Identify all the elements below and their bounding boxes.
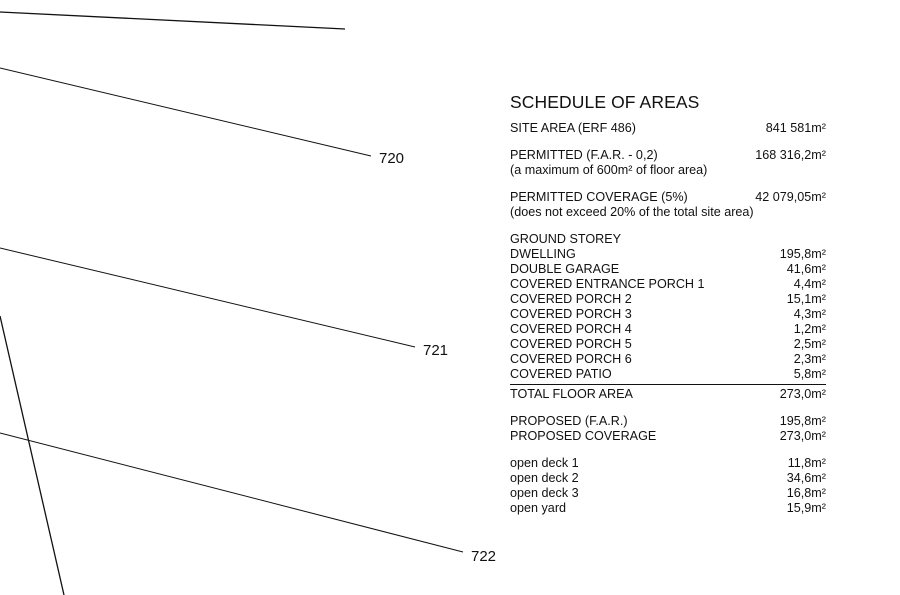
- schedule-row: DWELLING 195,8m²: [510, 247, 826, 262]
- schedule-row: open deck 3 16,8m²: [510, 486, 826, 501]
- schedule-title: SCHEDULE OF AREAS: [510, 92, 700, 112]
- row-label: DOUBLE GARAGE: [510, 262, 620, 276]
- ground-storey-group: GROUND STOREY DWELLING 195,8m² DOUBLE GA…: [510, 232, 826, 382]
- schedule-row: PROPOSED (F.A.R.) 195,8m²: [510, 414, 826, 429]
- contour-line-720: [0, 67, 372, 157]
- schedule-row: PROPOSED COVERAGE 273,0m²: [510, 429, 826, 444]
- row-label: PROPOSED COVERAGE: [510, 429, 657, 443]
- row-value: 4,4m²: [793, 277, 826, 291]
- contour-label-721: 721: [423, 342, 448, 359]
- row-value: 1,2m²: [793, 322, 826, 336]
- row-value: 5,8m²: [793, 367, 826, 381]
- row-value: 41,6m²: [786, 262, 826, 276]
- permitted-far-value: 168 316,2m²: [755, 148, 826, 162]
- row-label: PROPOSED (F.A.R.): [510, 414, 628, 428]
- permitted-far-row: PERMITTED (F.A.R. - 0,2) 168 316,2m²: [510, 148, 826, 163]
- permitted-far-label: PERMITTED (F.A.R. - 0,2): [510, 148, 658, 162]
- contour-line-722: [0, 432, 464, 553]
- row-label: COVERED ENTRANCE PORCH 1: [510, 277, 705, 291]
- schedule-of-areas: SCHEDULE OF AREAS SITE AREA (ERF 486) 84…: [510, 92, 826, 516]
- schedule-row: COVERED ENTRANCE PORCH 1 4,4m²: [510, 277, 826, 292]
- total-floor-area-label: TOTAL FLOOR AREA: [510, 387, 633, 401]
- permitted-coverage-note: (does not exceed 20% of the total site a…: [510, 205, 754, 219]
- row-value: 16,8m²: [786, 486, 826, 500]
- row-value: 195,8m²: [779, 247, 826, 261]
- row-value: 15,9m²: [786, 501, 826, 515]
- row-label: COVERED PORCH 4: [510, 322, 632, 336]
- total-floor-area-value: 273,0m²: [779, 387, 826, 401]
- row-value: 273,0m²: [779, 429, 826, 443]
- row-label: open deck 2: [510, 471, 579, 485]
- contour-label-722: 722: [471, 548, 496, 565]
- row-label: open yard: [510, 501, 567, 515]
- row-label: DWELLING: [510, 247, 576, 261]
- row-label: COVERED PORCH 2: [510, 292, 632, 306]
- open-areas-group: open deck 1 11,8m² open deck 2 34,6m² op…: [510, 456, 826, 516]
- schedule-row: open deck 2 34,6m²: [510, 471, 826, 486]
- schedule-row: COVERED PORCH 3 4,3m²: [510, 307, 826, 322]
- boundary-line-diagonal: [0, 315, 65, 595]
- row-value: 15,1m²: [786, 292, 826, 306]
- permitted-far-note: (a maximum of 600m² of floor area): [510, 163, 708, 177]
- schedule-row: COVERED PORCH 2 15,1m²: [510, 292, 826, 307]
- contour-line-721: [0, 247, 416, 348]
- total-floor-area-row: TOTAL FLOOR AREA 273,0m²: [510, 384, 826, 402]
- ground-storey-heading: GROUND STOREY: [510, 232, 622, 246]
- row-label: COVERED PATIO: [510, 367, 612, 381]
- permitted-coverage-label: PERMITTED COVERAGE (5%): [510, 190, 688, 204]
- row-value: 195,8m²: [779, 414, 826, 428]
- schedule-row: COVERED PORCH 5 2,5m²: [510, 337, 826, 352]
- schedule-row: open yard 15,9m²: [510, 501, 826, 516]
- row-value: 2,5m²: [793, 337, 826, 351]
- row-label: COVERED PORCH 3: [510, 307, 632, 321]
- row-label: COVERED PORCH 5: [510, 337, 632, 351]
- permitted-far-group: PERMITTED (F.A.R. - 0,2) 168 316,2m² (a …: [510, 148, 826, 178]
- schedule-row: COVERED PATIO 5,8m²: [510, 367, 826, 382]
- schedule-row: DOUBLE GARAGE 41,6m²: [510, 262, 826, 277]
- row-label: COVERED PORCH 6: [510, 352, 632, 366]
- site-area-label: SITE AREA (ERF 486): [510, 121, 636, 135]
- row-value: 4,3m²: [793, 307, 826, 321]
- schedule-row: open deck 1 11,8m²: [510, 456, 826, 471]
- site-area-group: SITE AREA (ERF 486) 841 581m²: [510, 121, 826, 136]
- site-area-value: 841 581m²: [765, 121, 826, 135]
- schedule-row: COVERED PORCH 4 1,2m²: [510, 322, 826, 337]
- row-value: 34,6m²: [786, 471, 826, 485]
- row-label: open deck 1: [510, 456, 579, 470]
- site-area-row: SITE AREA (ERF 486) 841 581m²: [510, 121, 826, 136]
- contour-label-720: 720: [379, 150, 404, 167]
- row-label: open deck 3: [510, 486, 579, 500]
- row-value: 2,3m²: [793, 352, 826, 366]
- row-value: 11,8m²: [787, 456, 826, 470]
- permitted-coverage-group: PERMITTED COVERAGE (5%) 42 079,05m² (doe…: [510, 190, 826, 220]
- permitted-coverage-row: PERMITTED COVERAGE (5%) 42 079,05m²: [510, 190, 826, 205]
- proposed-group: PROPOSED (F.A.R.) 195,8m² PROPOSED COVER…: [510, 414, 826, 444]
- permitted-coverage-value: 42 079,05m²: [755, 190, 826, 204]
- schedule-row: COVERED PORCH 6 2,3m²: [510, 352, 826, 367]
- boundary-line-top: [0, 11, 346, 30]
